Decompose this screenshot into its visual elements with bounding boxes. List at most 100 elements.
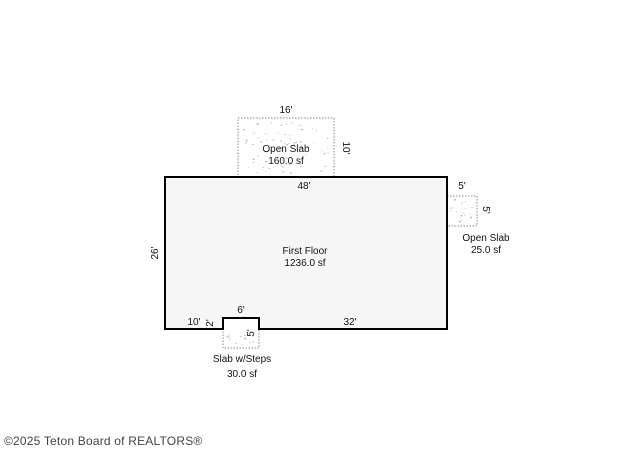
concrete-speckle (256, 122, 258, 124)
concrete-speckle (235, 342, 237, 344)
concrete-speckle (295, 141, 297, 143)
first-floor-outline (164, 176, 448, 330)
concrete-speckle (228, 334, 230, 336)
concrete-speckle (285, 157, 288, 159)
concrete-speckle (253, 158, 255, 160)
concrete-speckle (289, 135, 291, 137)
concrete-speckle (257, 155, 259, 157)
concrete-speckle (272, 139, 274, 141)
concrete-speckle (300, 166, 302, 168)
right-slab-name: Open Slab (462, 233, 510, 244)
concrete-speckle (464, 214, 466, 216)
concrete-speckle (470, 217, 472, 219)
concrete-speckle (290, 172, 292, 174)
concrete-speckle (281, 159, 283, 161)
concrete-speckle (246, 139, 248, 141)
concrete-speckle (323, 153, 326, 155)
concrete-speckle (265, 170, 266, 172)
concrete-speckle (300, 146, 303, 148)
concrete-speckle (256, 123, 259, 125)
concrete-speckle (301, 129, 303, 131)
concrete-speckle (277, 132, 279, 134)
right-slab-area: 25.0 sf (471, 245, 501, 256)
steps-slab (222, 317, 260, 349)
concrete-speckle (290, 138, 292, 140)
concrete-speckle (245, 142, 247, 144)
first-floor-name: First Floor (283, 246, 329, 257)
concrete-speckle (454, 199, 456, 201)
concrete-speckle (300, 125, 302, 126)
top-slab-area: 160.0 sf (268, 156, 304, 167)
concrete-speckle (249, 341, 251, 343)
concrete-speckle (252, 162, 255, 163)
concrete-speckle (280, 164, 282, 166)
concrete-speckle (252, 341, 254, 343)
concrete-speckle (253, 132, 255, 134)
concrete-speckle (245, 140, 248, 142)
top-slab-depth-dim: 10' (340, 141, 351, 154)
concrete-speckle (297, 125, 299, 127)
concrete-speckle (288, 142, 290, 145)
concrete-speckle (471, 207, 473, 209)
concrete-speckle (459, 221, 461, 223)
concrete-speckle (461, 202, 463, 204)
concrete-speckle (226, 335, 228, 337)
concrete-speckle (265, 139, 268, 140)
steps-slab-depth-dim: 5' (246, 329, 257, 337)
concrete-speckle (259, 148, 261, 149)
concrete-speckle (229, 336, 231, 338)
concrete-speckle (285, 150, 286, 151)
concrete-speckle (265, 151, 267, 153)
concrete-speckle (327, 152, 329, 154)
steps-slab-name: Slab w/Steps (213, 354, 271, 365)
right-slab-speckles (450, 199, 473, 223)
concrete-speckle (244, 337, 247, 339)
concrete-speckle (313, 142, 315, 144)
top-slab-width-dim: 16' (279, 105, 292, 116)
concrete-speckle (327, 147, 329, 149)
top-open-slab (237, 117, 335, 179)
concrete-speckle (256, 172, 258, 174)
concrete-speckle (321, 150, 323, 152)
concrete-speckle (460, 219, 463, 221)
concrete-speckle (278, 149, 281, 151)
concrete-speckle (315, 130, 317, 132)
concrete-speckle (460, 215, 463, 217)
concrete-speckle (455, 211, 458, 213)
concrete-speckle (264, 133, 267, 134)
concrete-speckle (324, 165, 327, 167)
concrete-speckle (294, 142, 296, 144)
steps-slab-notch-dim: 2' (205, 319, 216, 327)
top-slab-name: Open Slab (262, 144, 310, 155)
copyright-watermark: ©2025 Teton Board of REALTORS® (4, 434, 203, 448)
concrete-speckle (243, 334, 246, 336)
concrete-speckle (299, 141, 302, 143)
concrete-speckle (286, 144, 289, 146)
concrete-speckle (280, 147, 282, 149)
concrete-speckle (320, 170, 323, 172)
concrete-speckle (451, 207, 453, 209)
first-floor-left-dim: 26' (150, 246, 161, 259)
first-floor-area: 1236.0 sf (284, 258, 325, 269)
concrete-speckle (229, 339, 231, 340)
concrete-speckle (464, 201, 466, 203)
concrete-speckle (463, 212, 465, 214)
right-open-slab (446, 195, 478, 227)
concrete-speckle (265, 160, 268, 163)
concrete-speckle (257, 136, 259, 138)
concrete-speckle (262, 167, 264, 168)
concrete-speckle (464, 208, 466, 209)
concrete-speckle (226, 336, 229, 338)
concrete-speckle (312, 128, 314, 129)
concrete-speckle (241, 344, 243, 346)
first-floor-bottom-right-dim: 32' (343, 317, 356, 328)
concrete-speckle (300, 129, 302, 130)
concrete-speckle (450, 210, 452, 212)
concrete-speckle (306, 146, 308, 148)
steps-slab-speckles (226, 334, 254, 346)
concrete-speckle (305, 154, 307, 156)
concrete-speckle (280, 124, 283, 126)
concrete-speckle (289, 164, 292, 165)
concrete-speckle (327, 137, 329, 139)
